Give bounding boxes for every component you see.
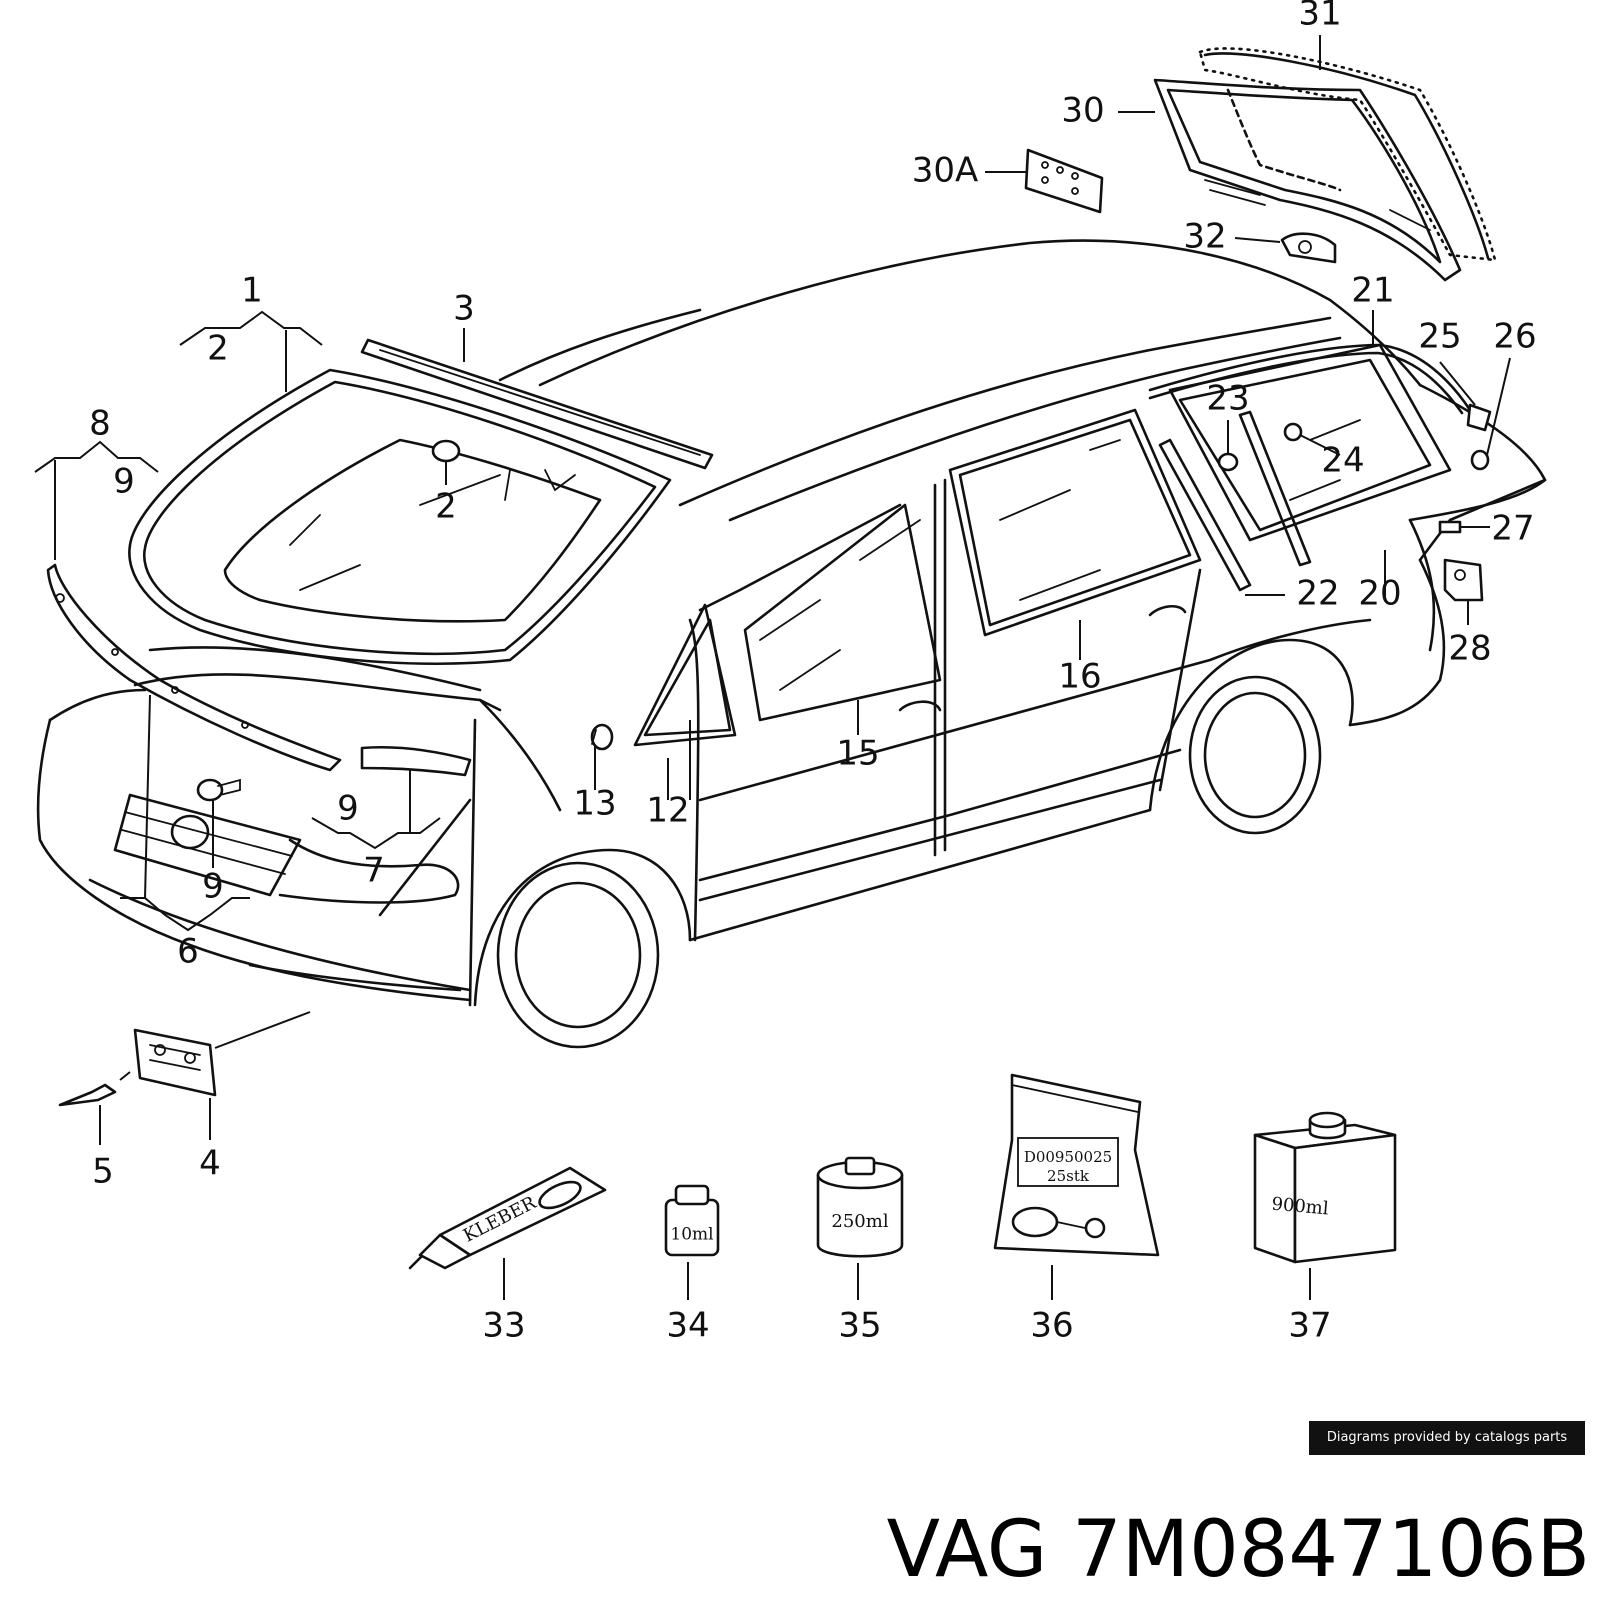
callout-9: 9 bbox=[337, 789, 359, 829]
callout-25: 25 bbox=[1418, 317, 1461, 357]
bag-code: D00950025 bbox=[1024, 1148, 1112, 1166]
callout-28: 28 bbox=[1448, 629, 1491, 669]
windscreen bbox=[128, 368, 672, 666]
callout-23: 23 bbox=[1206, 379, 1249, 419]
clip-bag: D00950025 25stk bbox=[993, 1073, 1160, 1257]
callout-24: 24 bbox=[1321, 441, 1364, 481]
adhesive-tube: KLEBER bbox=[408, 1166, 607, 1270]
roof-trim-strip bbox=[360, 338, 714, 470]
bag-qty: 25stk bbox=[1047, 1167, 1090, 1185]
paint-can: 250ml bbox=[816, 1156, 904, 1258]
cowl-panel bbox=[46, 563, 472, 777]
fasteners bbox=[196, 723, 614, 802]
diagram-credit-badge: Diagrams provided by catalogs parts bbox=[1309, 1421, 1585, 1455]
callout-15: 15 bbox=[836, 734, 879, 774]
callout-9: 9 bbox=[113, 462, 135, 502]
callout-7: 7 bbox=[363, 851, 385, 891]
canister-label: 900ml bbox=[1271, 1194, 1330, 1220]
callout-9: 9 bbox=[202, 867, 224, 907]
callout-34: 34 bbox=[666, 1306, 709, 1346]
callout-2: 2 bbox=[207, 329, 229, 369]
callout-31: 31 bbox=[1298, 0, 1341, 34]
callout-5: 5 bbox=[92, 1152, 114, 1192]
callout-30: 30 bbox=[1061, 91, 1104, 131]
callout-1: 1 bbox=[241, 271, 263, 311]
callout-21: 21 bbox=[1351, 271, 1394, 311]
callout-3: 3 bbox=[453, 289, 475, 329]
leader-lines bbox=[34, 35, 1511, 1300]
callout-27: 27 bbox=[1491, 509, 1534, 549]
callout-35: 35 bbox=[838, 1306, 881, 1346]
callout-32: 32 bbox=[1183, 217, 1226, 257]
callout-12: 12 bbox=[646, 791, 689, 831]
callout-20: 20 bbox=[1358, 574, 1401, 614]
callout-36: 36 bbox=[1030, 1306, 1073, 1346]
vehicle-outline bbox=[36, 239, 1547, 1049]
callout-22: 22 bbox=[1296, 574, 1339, 614]
can-label: 250ml bbox=[831, 1211, 888, 1232]
bottle-small-label: 10ml bbox=[670, 1225, 713, 1245]
callout-30A: 30A bbox=[912, 151, 979, 191]
callout-37: 37 bbox=[1288, 1306, 1331, 1346]
callout-2: 2 bbox=[435, 487, 457, 527]
rear-window bbox=[1024, 47, 1497, 602]
callout-16: 16 bbox=[1058, 657, 1101, 697]
small-bottle: 10ml bbox=[664, 1184, 720, 1257]
plate-bracket bbox=[58, 1028, 217, 1107]
callout-26: 26 bbox=[1493, 317, 1536, 357]
callout-13: 13 bbox=[573, 784, 616, 824]
canister: 900ml bbox=[1253, 1111, 1397, 1264]
callout-8: 8 bbox=[89, 404, 111, 444]
part-number-title: VAG 7M0847106B bbox=[886, 1505, 1590, 1595]
callout-labels: 1 2 2 3 8 9 9 9 7 6 13 12 15 16 20 21 22… bbox=[89, 0, 1536, 1346]
callout-33: 33 bbox=[482, 1306, 525, 1346]
callout-4: 4 bbox=[199, 1144, 221, 1184]
callout-6: 6 bbox=[177, 932, 199, 972]
